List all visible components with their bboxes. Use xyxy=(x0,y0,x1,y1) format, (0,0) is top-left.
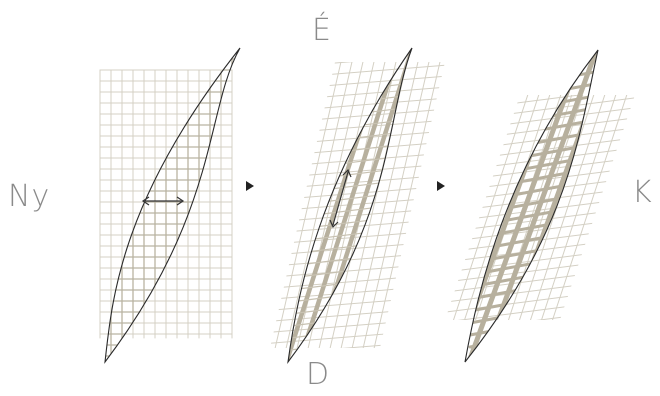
grid-line xyxy=(531,95,625,320)
grid-line xyxy=(182,40,258,370)
grid-line xyxy=(430,326,650,354)
grid-line xyxy=(289,105,412,123)
grid-line xyxy=(260,383,460,392)
grid-line xyxy=(430,46,650,74)
arrowhead-up xyxy=(342,168,352,178)
grid-line xyxy=(116,40,192,370)
grid-line xyxy=(50,40,126,370)
grid-line xyxy=(83,40,159,370)
band-line xyxy=(468,357,598,362)
grid-line xyxy=(39,40,115,370)
panel-3-shortened xyxy=(213,16,660,392)
grid-line xyxy=(357,62,435,348)
band-line xyxy=(468,345,598,362)
arrowhead-down xyxy=(329,219,339,229)
grid-line xyxy=(235,70,327,350)
grid-line xyxy=(430,66,650,94)
grid-line xyxy=(346,62,424,348)
band-line xyxy=(468,321,598,349)
label-east: K xyxy=(632,175,652,210)
lens-outline xyxy=(104,47,241,364)
grid-line xyxy=(270,62,303,348)
grid-line xyxy=(653,70,660,350)
grid-line xyxy=(260,20,460,36)
grid-inside-lens xyxy=(105,48,240,362)
grid-line xyxy=(454,95,548,320)
grid-line xyxy=(94,40,170,370)
grid-line xyxy=(270,62,347,348)
grid-line xyxy=(542,95,635,320)
grid-line xyxy=(430,56,650,84)
grid-line xyxy=(368,62,445,348)
grid-line xyxy=(260,361,460,377)
lens-outline xyxy=(287,47,413,365)
grid-line xyxy=(445,95,449,320)
grid-line xyxy=(260,372,460,388)
grid-line xyxy=(61,40,137,370)
grid-line xyxy=(289,117,412,135)
grid-line xyxy=(520,95,614,320)
grid-line xyxy=(445,95,482,320)
grid-line xyxy=(149,40,225,370)
grid-line xyxy=(260,0,460,14)
grid-line xyxy=(213,70,305,350)
grid-line xyxy=(270,62,281,348)
grid-line xyxy=(608,95,635,320)
lens-outline xyxy=(464,49,599,363)
grid-line xyxy=(430,36,650,64)
grid-line xyxy=(160,40,236,370)
band-line xyxy=(468,333,598,361)
step-arrow-1 xyxy=(246,181,254,191)
grid-line xyxy=(390,62,445,348)
arrowhead-right xyxy=(176,196,185,206)
label-south: D xyxy=(306,357,330,392)
grid-background xyxy=(213,16,660,364)
label-north: É xyxy=(312,13,331,48)
arrowhead-left xyxy=(141,196,150,206)
grid-line xyxy=(642,70,660,350)
grid-line xyxy=(270,239,445,257)
grid-line xyxy=(430,336,650,364)
band-line xyxy=(294,48,405,362)
grid-line xyxy=(597,95,635,320)
grid-line xyxy=(630,95,635,320)
grid-line xyxy=(260,31,460,47)
band-line xyxy=(468,57,598,85)
grid-line xyxy=(138,40,214,370)
double-arrow-vertical xyxy=(332,171,349,226)
grid-line xyxy=(291,62,369,348)
panel-1-original xyxy=(99,47,241,364)
grid-line xyxy=(445,95,537,320)
step-arrow-2 xyxy=(437,181,445,191)
grid-line xyxy=(289,297,412,315)
grid-line xyxy=(270,62,336,348)
deformation-bands xyxy=(288,48,412,362)
band-line xyxy=(470,371,600,392)
deformation-bands xyxy=(465,50,600,392)
grid-line xyxy=(586,95,635,320)
label-west: Ny xyxy=(8,179,51,214)
grid-line xyxy=(289,165,412,183)
grid-line xyxy=(270,184,445,202)
grid-line xyxy=(430,26,650,54)
grid-line xyxy=(193,40,269,370)
band-line xyxy=(468,309,598,337)
grid-line xyxy=(260,9,460,25)
grid-line xyxy=(260,42,460,58)
grid-line xyxy=(260,0,460,3)
grid-line xyxy=(619,95,635,320)
grid-line xyxy=(445,315,635,320)
grid-line xyxy=(430,16,650,44)
